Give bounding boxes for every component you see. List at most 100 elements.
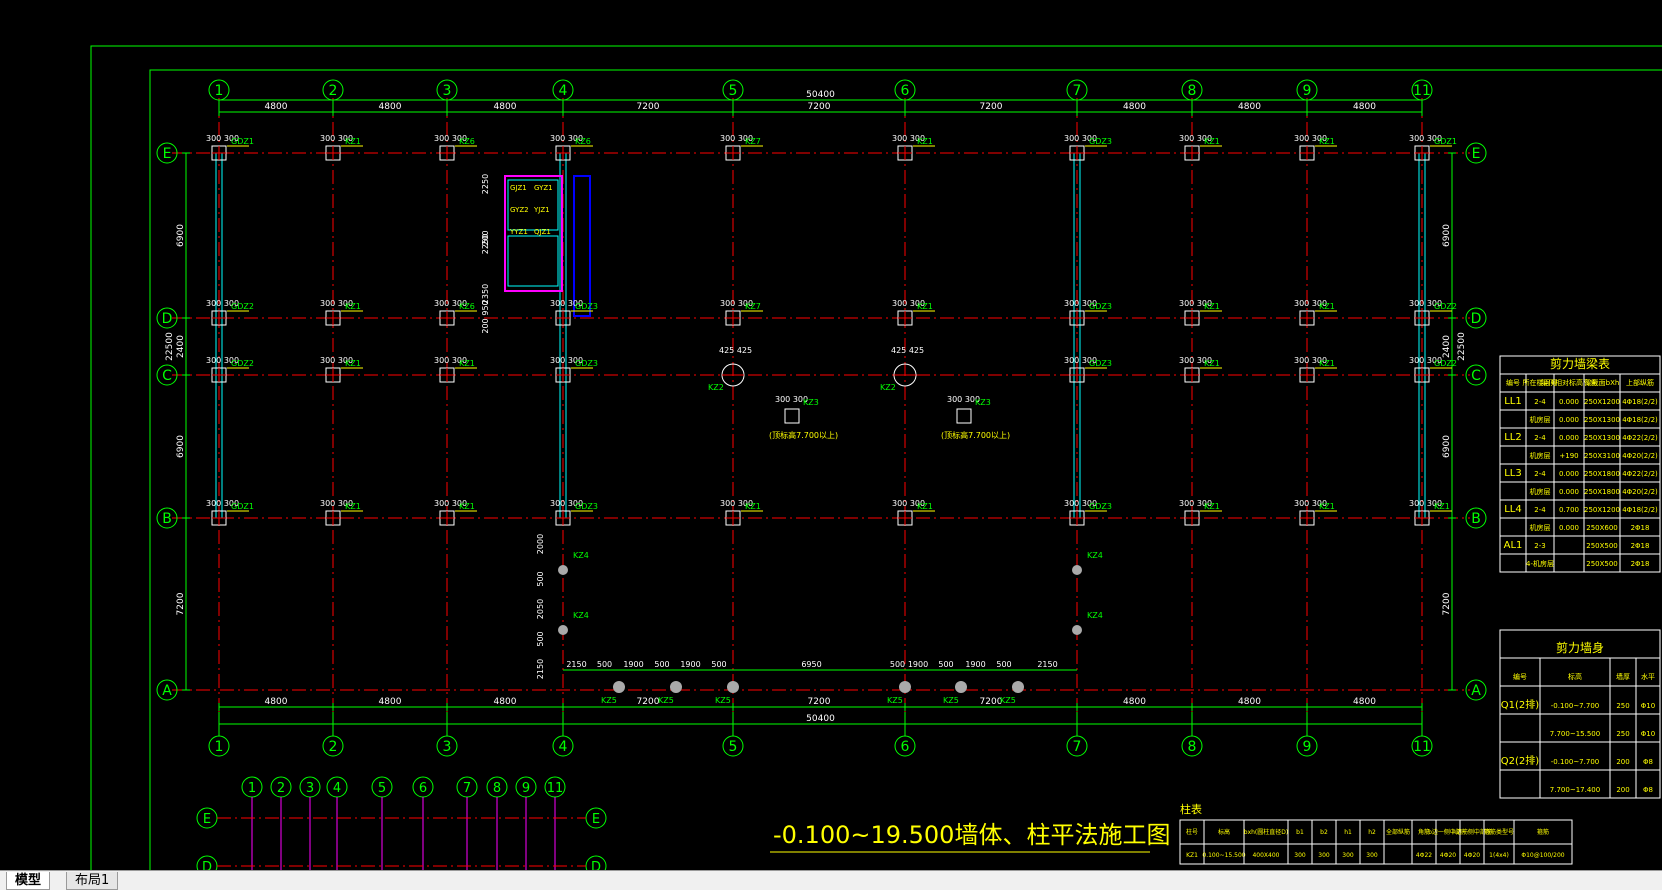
table-header: 梁截面bXh	[1585, 378, 1620, 387]
round-column-small	[558, 565, 568, 575]
round-column-small	[727, 681, 739, 693]
dim-text: 2150	[536, 659, 545, 679]
column-dims: 300 300	[720, 299, 753, 308]
axis-bubble-B	[1465, 507, 1487, 529]
axis-bubble-label: A	[162, 683, 172, 699]
column-dims: 300 300	[320, 499, 353, 508]
table-cell: 2Φ18	[1631, 560, 1650, 568]
stair-label: YJZ1	[533, 206, 550, 214]
layout-tab-bar: 模型 布局1	[0, 870, 1662, 890]
column-tag: KZ6	[459, 302, 475, 311]
table-cell: Φ10	[1641, 730, 1655, 738]
table-cell: -0.100~7.700	[1551, 758, 1599, 766]
dim-text: 500	[536, 571, 545, 586]
column-tag: GDZ1	[1434, 137, 1457, 146]
table-cell: 4Φ20	[1464, 852, 1480, 859]
detail-bubble-label: D	[202, 860, 212, 870]
dim-text: 7200	[980, 102, 1003, 112]
column-tag: KZ5	[1000, 696, 1016, 705]
round-dims: 425 425	[719, 346, 752, 355]
table-cell: 250X1300	[1584, 416, 1620, 424]
dim-text: 6900	[176, 435, 186, 458]
column-note: (顶标高7.700以上)	[941, 430, 1010, 440]
column-tag: KZ1	[917, 502, 933, 511]
axis-bubble-A	[156, 679, 178, 701]
axis-bubble-label: 7	[1073, 83, 1082, 99]
table-cell: 0.100~15.500	[1202, 852, 1245, 859]
table-cell: AL1	[1504, 540, 1523, 551]
table-header: 箍筋	[1537, 828, 1549, 836]
dim-text: 200	[481, 230, 490, 245]
core-room-lower	[507, 235, 559, 287]
column-tag: GDZ3	[575, 302, 598, 311]
table-cell: 4Φ20	[1440, 852, 1456, 859]
table-cell: Φ8	[1643, 786, 1653, 794]
table-header: bxh(圆柱直径D)	[1244, 828, 1288, 836]
column-tag: KZ6	[575, 137, 591, 146]
table-cell: 300	[1294, 852, 1306, 859]
table-cell: 250X600	[1586, 524, 1618, 532]
column-dims: 300 300	[434, 356, 467, 365]
dim-text: 7200	[980, 697, 1003, 707]
dim-text: 200	[481, 318, 490, 333]
table-header: 水平	[1641, 672, 1655, 681]
axis-bubble-B	[156, 507, 178, 529]
table-cell: 0.000	[1559, 470, 1579, 478]
detail-bubble-label: 2	[277, 781, 285, 796]
table-cell: LL4	[1504, 504, 1522, 515]
detail-bubble-label: 6	[419, 781, 427, 796]
tab-layout1[interactable]: 布局1	[66, 872, 119, 890]
column-dims: 300 300	[1064, 299, 1097, 308]
axis-bubble-C	[1465, 364, 1487, 386]
tab-model[interactable]: 模型	[6, 872, 51, 890]
detail-bubble-label: E	[203, 812, 211, 827]
column-dims: 300 300	[1409, 499, 1442, 508]
table-cell: -0.100~7.700	[1551, 702, 1599, 710]
table-cell: LL1	[1504, 396, 1522, 407]
stair-label: GJZ1	[510, 184, 527, 192]
axis-bubble-A	[1465, 679, 1487, 701]
dim-text: 4800	[1238, 102, 1261, 112]
axis-bubble-label: E	[1472, 146, 1481, 162]
round-column-small	[1012, 681, 1024, 693]
dim-total-text: 50400	[806, 714, 835, 724]
table-cell: Φ10@100/200	[1521, 852, 1564, 859]
table-header: 柱号	[1186, 828, 1198, 836]
table-cell: 250X1800	[1584, 488, 1620, 496]
table-cell: 1(4x4)	[1489, 852, 1509, 859]
column-dims: 300 300	[1179, 356, 1212, 365]
table-cell: 2-4	[1534, 506, 1546, 514]
axis-bubble-label: 11	[1413, 739, 1431, 755]
table-cell: +190	[1559, 452, 1578, 460]
column-tag: KZ1	[345, 359, 361, 368]
column-dims: 300 300	[1064, 134, 1097, 143]
column-tag: KZ1	[917, 137, 933, 146]
table-cell: 机房层	[1530, 415, 1551, 424]
column-tag: KZ5	[658, 696, 674, 705]
axis-bubble-label: 7	[1073, 739, 1082, 755]
detail-bubble-label: E	[592, 812, 600, 827]
axis-grid	[172, 98, 1470, 730]
dim-text: 7200	[176, 592, 186, 615]
table-cell: 300	[1342, 852, 1354, 859]
detail-bubble-label: 4	[333, 781, 341, 796]
table-cell: Q2(2排)	[1501, 754, 1539, 767]
dim-text: 6900	[1442, 224, 1452, 247]
table-cell: 4Φ22(2/2)	[1622, 470, 1658, 478]
column-dims: 300 300	[775, 395, 808, 404]
column-dims: 300 300	[1294, 134, 1327, 143]
axis-bubble-label: D	[162, 311, 173, 327]
axis-bubble-label: 11	[1413, 83, 1431, 99]
table-cell: 250X1200	[1584, 398, 1620, 406]
column-dims: 300 300	[206, 356, 239, 365]
column-tag: KZ1	[345, 137, 361, 146]
detail-bubble-label: 11	[547, 781, 564, 796]
dim-text: 2050	[536, 599, 545, 619]
column-tag: GDZ3	[1089, 502, 1112, 511]
dim-text: 1900	[680, 660, 700, 669]
table-cell: 250	[1616, 730, 1629, 738]
